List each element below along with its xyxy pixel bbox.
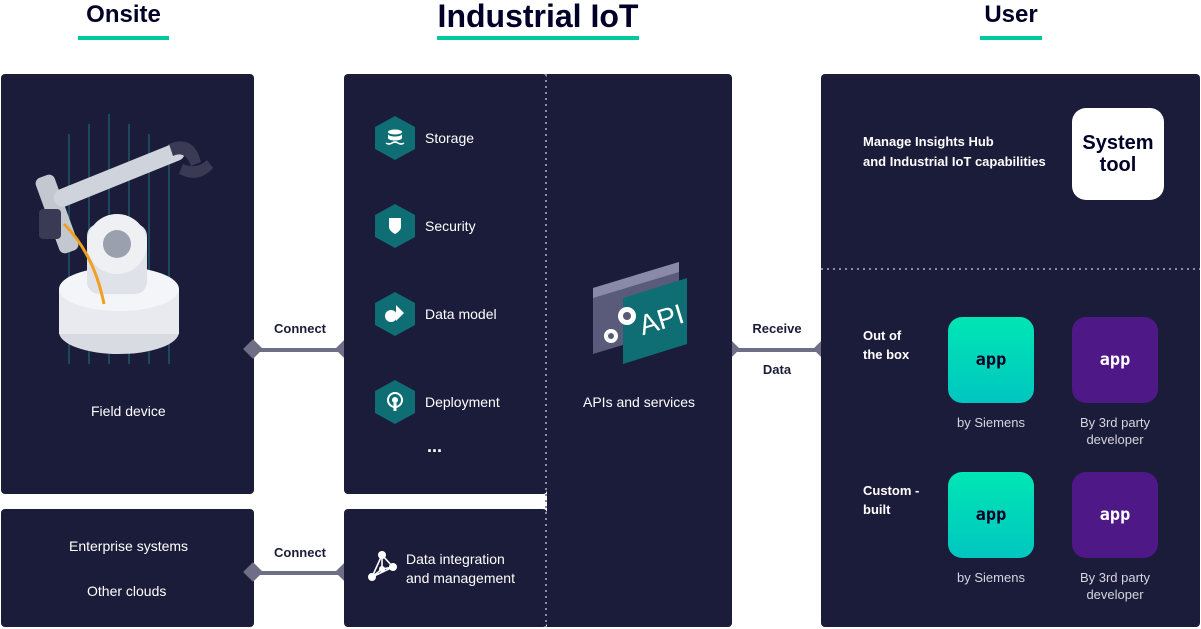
app-siemens-out-of-box[interactable]: app (948, 317, 1034, 403)
ellipsis-label: ... (427, 436, 443, 456)
third-party-label-1b: developer (1086, 432, 1144, 447)
app-siemens-custom[interactable]: app (948, 472, 1034, 558)
system-tool-tile[interactable]: System tool (1072, 108, 1164, 200)
system-tool-line2: tool (1099, 154, 1137, 176)
field-device-label: Field device (91, 403, 166, 419)
data-integration-panel: Data integration and management (344, 509, 547, 627)
by-siemens-label-1: by Siemens (957, 415, 1025, 430)
receive-data-connector (720, 339, 833, 360)
api-icon (593, 262, 687, 364)
data-model-label: Data model (425, 306, 497, 322)
third-party-label-2b: developer (1086, 587, 1144, 602)
connect-bottom-label: Connect (274, 545, 326, 560)
robot-arm-icon (35, 114, 213, 364)
receive-label: Receive (752, 321, 802, 336)
third-party-label-2a: By 3rd party (1079, 570, 1151, 585)
user-panel: Manage Insights Hub and Industrial IoT c… (821, 74, 1200, 627)
deployment-label: Deployment (425, 394, 500, 410)
iiot-heading: Industrial IoT (437, 0, 639, 40)
app-third-party-custom[interactable]: app (1072, 472, 1158, 558)
data-model-icon (375, 292, 415, 336)
onsite-heading-text: Onsite (86, 1, 161, 28)
data-integration-line1: Data integration (406, 551, 505, 567)
deployment-icon (375, 380, 415, 424)
api-panel: API APIs and services (547, 74, 732, 627)
third-party-label-1a: By 3rd party (1079, 415, 1151, 430)
iiot-heading-text: Industrial IoT (437, 0, 639, 34)
custom-built-line1: Custom - (863, 483, 920, 498)
security-label: Security (425, 218, 476, 234)
app-third-party-out-of-box[interactable]: app (1072, 317, 1158, 403)
onsite-heading: Onsite (78, 0, 169, 40)
data-label: Data (762, 362, 792, 377)
user-heading-text: User (984, 1, 1038, 28)
out-of-box-line1: Out of (863, 328, 902, 343)
services-panel: Storage Security Data model Deployment .… (344, 74, 547, 494)
connect-top-label: Connect (274, 321, 326, 336)
other-clouds-label: Other clouds (87, 583, 167, 599)
manage-line1: Manage Insights Hub (863, 134, 994, 149)
storage-icon (375, 116, 415, 160)
iiot-underline (437, 36, 639, 40)
system-tool-line1: System (1082, 132, 1154, 154)
user-divider (821, 268, 1200, 270)
storage-label: Storage (425, 130, 475, 146)
iiot-divider (545, 74, 547, 627)
custom-built-line2: built (863, 502, 891, 517)
user-heading: User (980, 0, 1042, 40)
manage-line2: and Industrial IoT capabilities (863, 154, 1046, 169)
connect-bottom-connector (243, 562, 355, 583)
out-of-box-line2: the box (863, 347, 910, 362)
user-underline (980, 36, 1042, 40)
security-icon (375, 204, 415, 248)
enterprise-panel: Enterprise systems Other clouds (1, 509, 254, 627)
by-siemens-label-2: by Siemens (957, 570, 1025, 585)
field-device-panel: Field device (1, 74, 254, 494)
enterprise-systems-label: Enterprise systems (69, 538, 189, 554)
onsite-underline (78, 36, 169, 40)
connect-top-connector (243, 339, 355, 360)
network-nodes-icon (368, 551, 397, 581)
data-integration-line2: and management (406, 570, 515, 586)
api-services-label: APIs and services (583, 394, 696, 410)
